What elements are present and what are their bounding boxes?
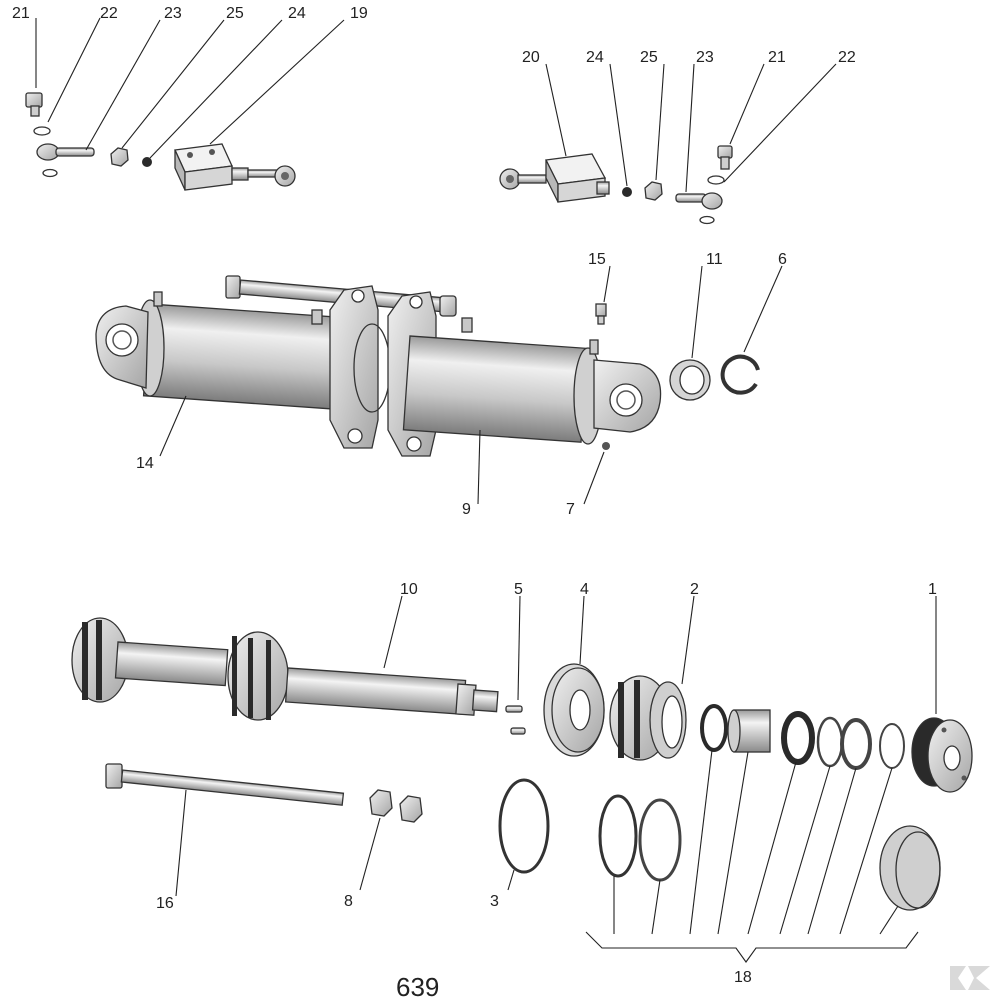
oring-3 [498,778,550,874]
spacer-disc-4 [543,663,605,757]
large-oring-f [598,794,638,878]
callout-2: 2 [690,581,699,598]
callout-4: 4 [580,581,589,598]
callout-10: 10 [400,581,418,598]
cylinder-barrel-14 [95,291,346,411]
callout-21-right: 21 [768,49,786,66]
valve-assembly-left [25,92,296,191]
callout-16: 16 [156,895,174,912]
callout-1: 1 [928,581,937,598]
callout-18: 18 [734,969,752,986]
washer-22-left-top [33,126,51,136]
callout-21-left: 21 [12,5,30,22]
cylinder-assembly [95,275,760,457]
guide-bushing [727,709,771,753]
washer-22-left-bottom [42,168,58,178]
callout-6: 6 [778,251,787,268]
cylinder-barrel-9 [402,317,662,445]
callout-24-right: 24 [586,49,604,66]
seal-24-right [622,187,632,197]
seal-ring-b [781,711,815,765]
circlip-6 [720,354,760,395]
callout-5: 5 [514,581,523,598]
banjo-fitting-23-left [36,143,95,161]
valve-block-20 [499,153,610,203]
callout-7: 7 [566,501,575,518]
callout-labels: 21 22 23 25 24 19 20 24 25 23 21 22 15 1… [12,5,937,1000]
callout-11: 11 [706,251,723,268]
callout-25-right: 25 [640,49,658,66]
nut-25-right [644,181,663,201]
washer-22-right-top [707,175,725,185]
callout-25-left: 25 [226,5,244,22]
brand-logo [950,966,990,990]
callout-8: 8 [344,893,353,910]
banjo-bolt-21-right [717,145,733,170]
callout-22-left: 22 [100,5,118,22]
leader-lines [35,17,937,963]
nut-25-left [110,147,129,167]
piston-2 [609,675,687,761]
piston-rod-10 [71,617,499,721]
callout-19: 19 [350,5,368,22]
page-number: 639 [396,972,439,1000]
large-oring-g [638,798,682,882]
banjo-bolt-21-left [25,92,43,117]
grease-nipple-15 [595,303,607,325]
oring-c [816,716,844,768]
callout-23-left: 23 [164,5,182,22]
nuts-8 [369,789,423,823]
wiper-ring-d [840,718,872,770]
screws-5 [505,705,526,735]
callout-3: 3 [490,893,499,910]
valve-assembly-right [499,145,733,225]
rod-piston [227,631,289,721]
seal-24-left [142,157,152,167]
callout-14: 14 [136,455,154,472]
callout-15: 15 [588,251,606,268]
oring-e [879,723,905,769]
callout-22-right: 22 [838,49,856,66]
callout-23-right: 23 [696,49,714,66]
seal-ring-a [700,704,728,752]
piston-seal-h [879,825,941,911]
gland-head-1 [911,717,973,793]
washer-22-right-bottom [699,215,715,225]
long-bolt-16 [105,763,345,806]
callout-24-left: 24 [288,5,306,22]
banjo-fitting-23-right [675,192,723,210]
valve-block-19 [174,143,296,191]
callout-20: 20 [522,49,540,66]
bushing-11 [669,359,711,401]
seal-kit-18 [598,704,941,911]
callout-9: 9 [462,501,471,518]
plug-7 [602,442,610,450]
